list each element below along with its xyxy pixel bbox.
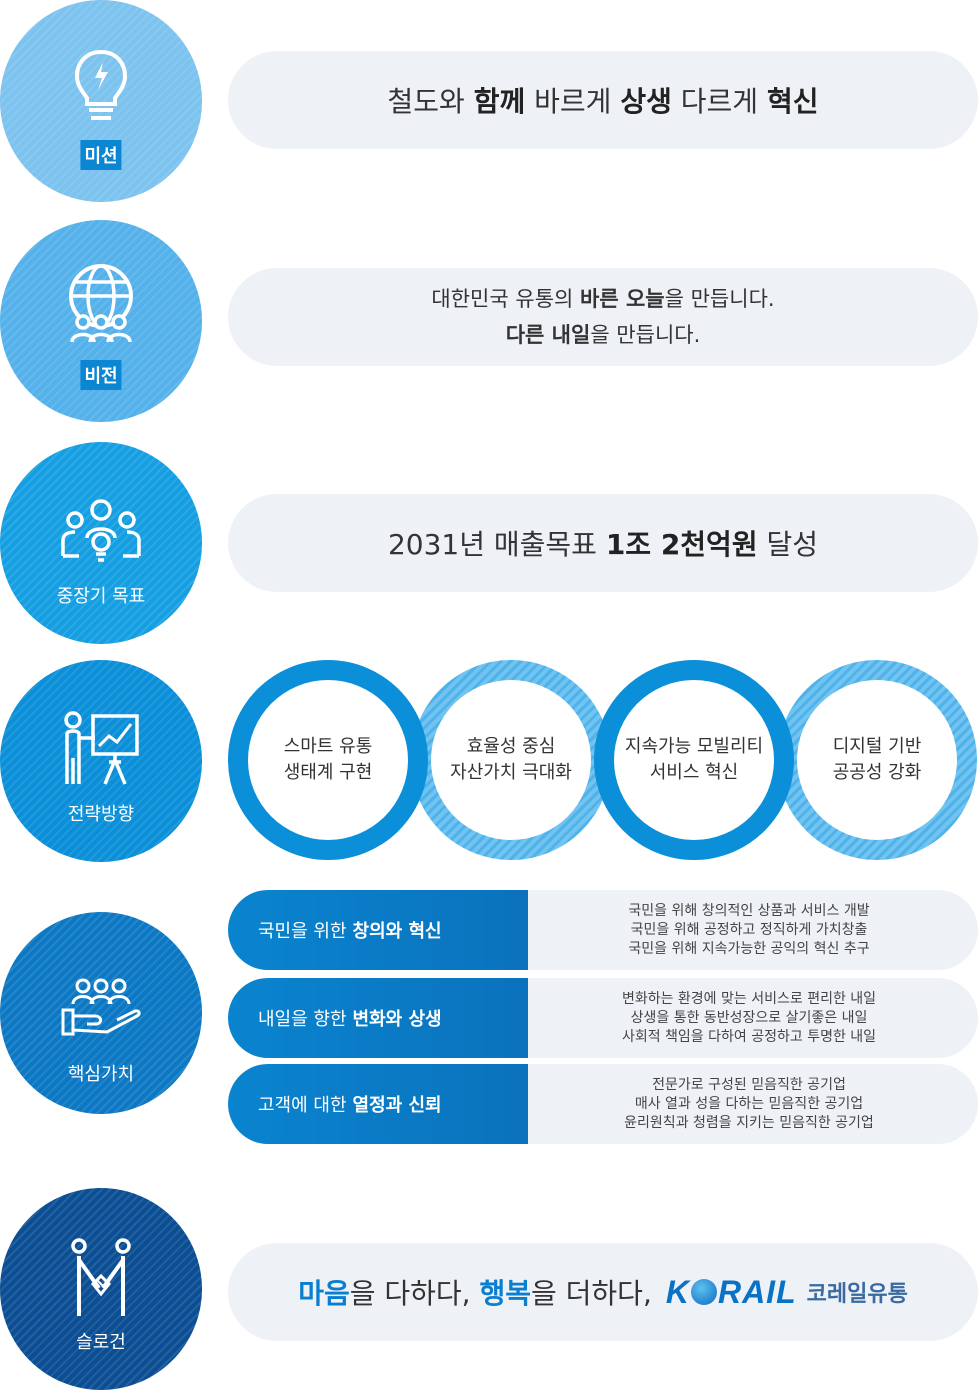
core-value-row-1: 국민을 위해 창의적인 상품과 서비스 개발 국민을 위해 공정하고 정직하게 … [228,890,978,970]
core-value-desc-line: 국민을 위해 공정하고 정직하게 가치창출 [630,921,868,938]
mission-pill: 철도와 함께 바르게 상생 다르게 혁신 [228,51,978,149]
vision-pill: 대한민국 유통의 바른 오늘을 만듭니다. 다른 내일을 만듭니다. [228,268,978,366]
slogan-part: 을 더하다, [531,1277,652,1310]
mission-text-part: 상생 [620,85,672,118]
vision-text-part: 대한민국 유통의 [431,287,581,311]
strategy-item-line: 지속가능 모빌리티 [624,736,764,757]
slogan-highlight: 행복 [479,1277,531,1310]
slogan-tag: 슬로건 [76,1332,126,1353]
core-value-desc-line: 윤리원칙과 청렴을 지키는 믿음직한 공기업 [624,1114,874,1131]
slogan-part: 을 다하다, [349,1277,471,1310]
strategy-tag: 전략방향 [67,804,135,825]
korail-logo-o [690,1279,717,1305]
vision-line-2: 다른 내일을 만듭니다. [431,317,774,353]
korail-logo-k: K [665,1273,690,1310]
goal-text: 2031년 매출목표 1조 2천억원 달성 [388,523,818,563]
slogan-circle: 슬로건 [0,1188,202,1390]
mission-text-part: 함께 [473,85,526,118]
core-value-desc-line: 전문가로 구성된 믿음직한 공기업 [652,1076,846,1093]
mission-circle: 미션 [0,0,202,202]
vision-circle: 비전 [0,220,202,422]
core-values-circle: 핵심가치 [0,912,202,1114]
goal-text-part: 달성 [757,528,819,561]
goal-pill: 2031년 매출목표 1조 2천억원 달성 [228,494,978,592]
vision-text-part: 다른 내일 [505,323,591,347]
strategy-ring-3 [594,660,794,860]
core-value-desc: 전문가로 구성된 믿음직한 공기업 매사 열과 성을 다하는 믿음직한 공기업 … [460,1064,978,1144]
core-value-desc-line: 매사 열과 성을 다하는 믿음직한 공기업 [634,1095,864,1112]
vision-text: 대한민국 유통의 바른 오늘을 만듭니다. 다른 내일을 만듭니다. [431,281,774,353]
mission-text-part: 다르게 [671,85,767,118]
strategy-item-line: 스마트 유통 [283,736,373,757]
core-value-desc: 국민을 위해 창의적인 상품과 서비스 개발 국민을 위해 공정하고 정직하게 … [460,890,978,970]
core-value-desc-line: 국민을 위해 지속가능한 공익의 혁신 추구 [628,940,870,957]
goal-tag: 중장기 목표 [56,586,146,607]
core-values-tag: 핵심가치 [67,1064,135,1085]
mission-tag: 미션 [80,140,122,170]
strategy-ring-1 [228,660,428,860]
slogan-highlight: 마음 [298,1277,350,1310]
strategy-item-line: 디지털 기반 [832,736,922,757]
core-value-label-bold: 변화와 상생 [352,1009,442,1030]
mission-text-part: 혁신 [766,85,819,118]
core-value-row-3: 전문가로 구성된 믿음직한 공기업 매사 열과 성을 다하는 믿음직한 공기업 … [228,1064,978,1144]
hand-people-icon [61,978,141,1036]
core-value-desc-line: 사회적 책임을 다하여 공정하고 투명한 내일 [621,1028,877,1045]
vision-text-part: 을 만듭니다. [590,323,701,347]
core-value-desc-line: 국민을 위해 창의적인 상품과 서비스 개발 [628,902,870,919]
core-value-label-prefix: 고객에 대한 [258,1095,347,1116]
core-value-label-bold: 열정과 신뢰 [352,1095,442,1116]
strategy-item-line: 효율성 중심 [466,736,556,757]
strategy-circle: 전략방향 [0,660,202,862]
core-value-label-prefix: 국민을 위한 [258,921,347,942]
vision-section: 비전 대한민국 유통의 바른 오늘을 만듭니다. 다른 내일을 만듭니다. [0,220,978,422]
presentation-chart-icon [64,711,139,785]
team-idea-icon [61,499,141,562]
goal-circle: 중장기 목표 [0,442,202,644]
core-values-section: 핵심가치 국민을 위해 창의적인 상품과 서비스 개발 국민을 위해 공정하고 … [0,890,978,1148]
strategy-ring-4 [777,660,977,860]
core-value-desc-line: 변화하는 환경에 맞는 서비스로 편리한 내일 [621,990,877,1007]
lightbulb-icon [74,49,128,120]
core-value-label-prefix: 내일을 향한 [258,1009,347,1030]
vision-tag: 비전 [80,360,122,390]
mission-text: 철도와 함께 바르게 상생 다르게 혁신 [388,80,819,120]
vision-line-1: 대한민국 유통의 바른 오늘을 만듭니다. [431,281,774,317]
vision-text-part: 바른 오늘 [580,287,665,311]
mission-section: 미션 철도와 함께 바르게 상생 다르게 혁신 [0,0,978,202]
globe-people-icon [69,264,133,343]
goal-text-part: 2031년 매출목표 [387,528,606,561]
mission-text-part: 바르게 [525,85,621,118]
strategy-item-line: 자산가치 극대화 [450,762,572,783]
mission-text-part: 철도와 [387,85,474,118]
core-value-label-bold: 창의와 혁신 [352,921,442,942]
strategy-item-line: 공공성 강화 [832,762,922,783]
korail-logo: K RAIL 코레일유통 [666,1274,908,1311]
strategy-item-line: 서비스 혁신 [649,762,739,783]
vision-text-part: 을 만듭니다. [664,287,775,311]
korail-logo-sub: 코레일유통 [806,1282,908,1307]
strategy-ring-2 [411,660,611,860]
core-value-desc: 변화하는 환경에 맞는 서비스로 편리한 내일 상생을 통한 동반성장으로 살기… [460,978,978,1058]
strategy-item-line: 생태계 구현 [283,762,373,783]
core-value-row-2: 변화하는 환경에 맞는 서비스로 편리한 내일 상생을 통한 동반성장으로 살기… [228,978,978,1058]
korail-logo-rest: RAIL [717,1273,797,1310]
handshake-people-icon [71,1238,131,1316]
goal-section: 중장기 목표 2031년 매출목표 1조 2천억원 달성 [0,442,978,644]
goal-text-part: 1조 2천억원 [605,528,758,561]
core-value-desc-line: 상생을 통한 동반성장으로 살기좋은 내일 [630,1009,868,1026]
